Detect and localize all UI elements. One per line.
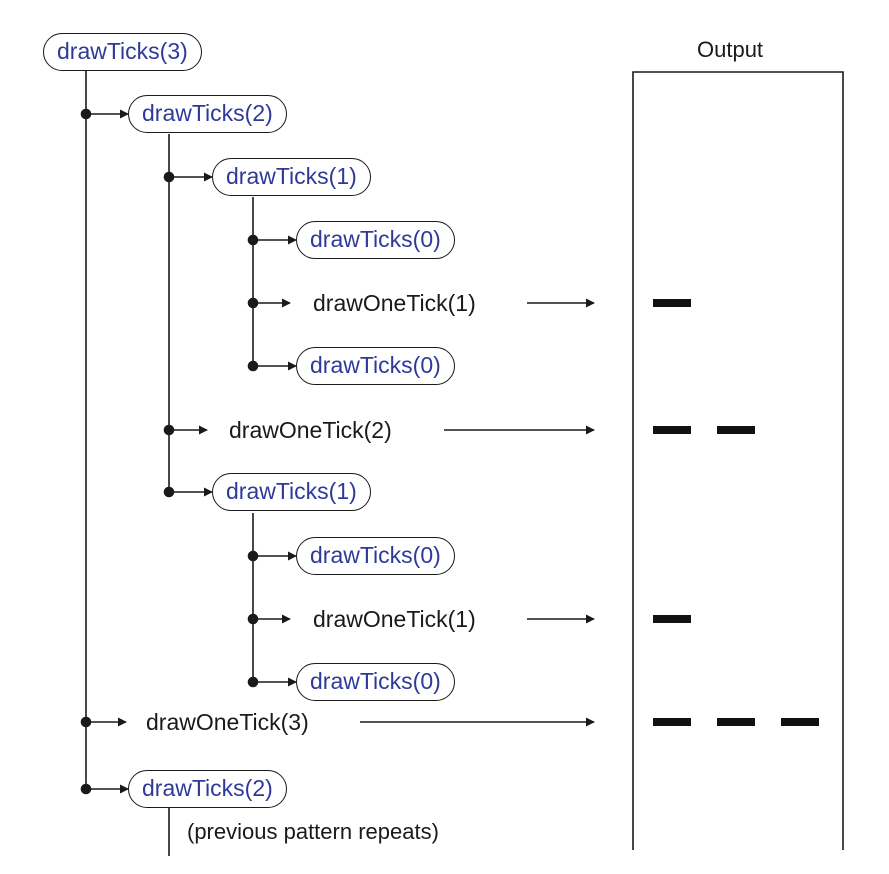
output-tick-dash: [653, 718, 691, 726]
call-box-drawticks-2-first: drawTicks(2): [128, 95, 287, 133]
call-box-drawticks-1-first: drawTicks(1): [212, 158, 371, 196]
branch-connectors: [80, 108, 297, 795]
output-panel-title: Output: [697, 37, 764, 62]
call-box-drawticks-3: drawTicks(3): [43, 33, 202, 71]
tick-label-drawonetick-1-second: drawOneTick(1): [313, 606, 476, 632]
tick-label-drawonetick-1-first: drawOneTick(1): [313, 290, 476, 316]
tick-label-drawonetick-3: drawOneTick(3): [146, 709, 309, 735]
output-tick-dash: [653, 426, 691, 434]
call-box-drawticks-0-d: drawTicks(0): [296, 663, 455, 701]
call-box-drawticks-0-b: drawTicks(0): [296, 347, 455, 385]
output-panel-frame: [632, 71, 844, 850]
output-tick-dash: [717, 426, 755, 434]
tick-label-drawonetick-2: drawOneTick(2): [229, 417, 392, 443]
call-box-drawticks-2-second: drawTicks(2): [128, 770, 287, 808]
output-tick-dash: [653, 299, 691, 307]
call-box-drawticks-1-second: drawTicks(1): [212, 473, 371, 511]
output-arrows: [360, 298, 595, 727]
call-box-drawticks-0-c: drawTicks(0): [296, 537, 455, 575]
output-tick-dash: [717, 718, 755, 726]
call-box-drawticks-0-a: drawTicks(0): [296, 221, 455, 259]
tick-connectors: [80, 297, 291, 728]
output-tick-dash: [653, 615, 691, 623]
output-tick-dash: [781, 718, 819, 726]
continuation-note: (previous pattern repeats): [187, 819, 439, 844]
